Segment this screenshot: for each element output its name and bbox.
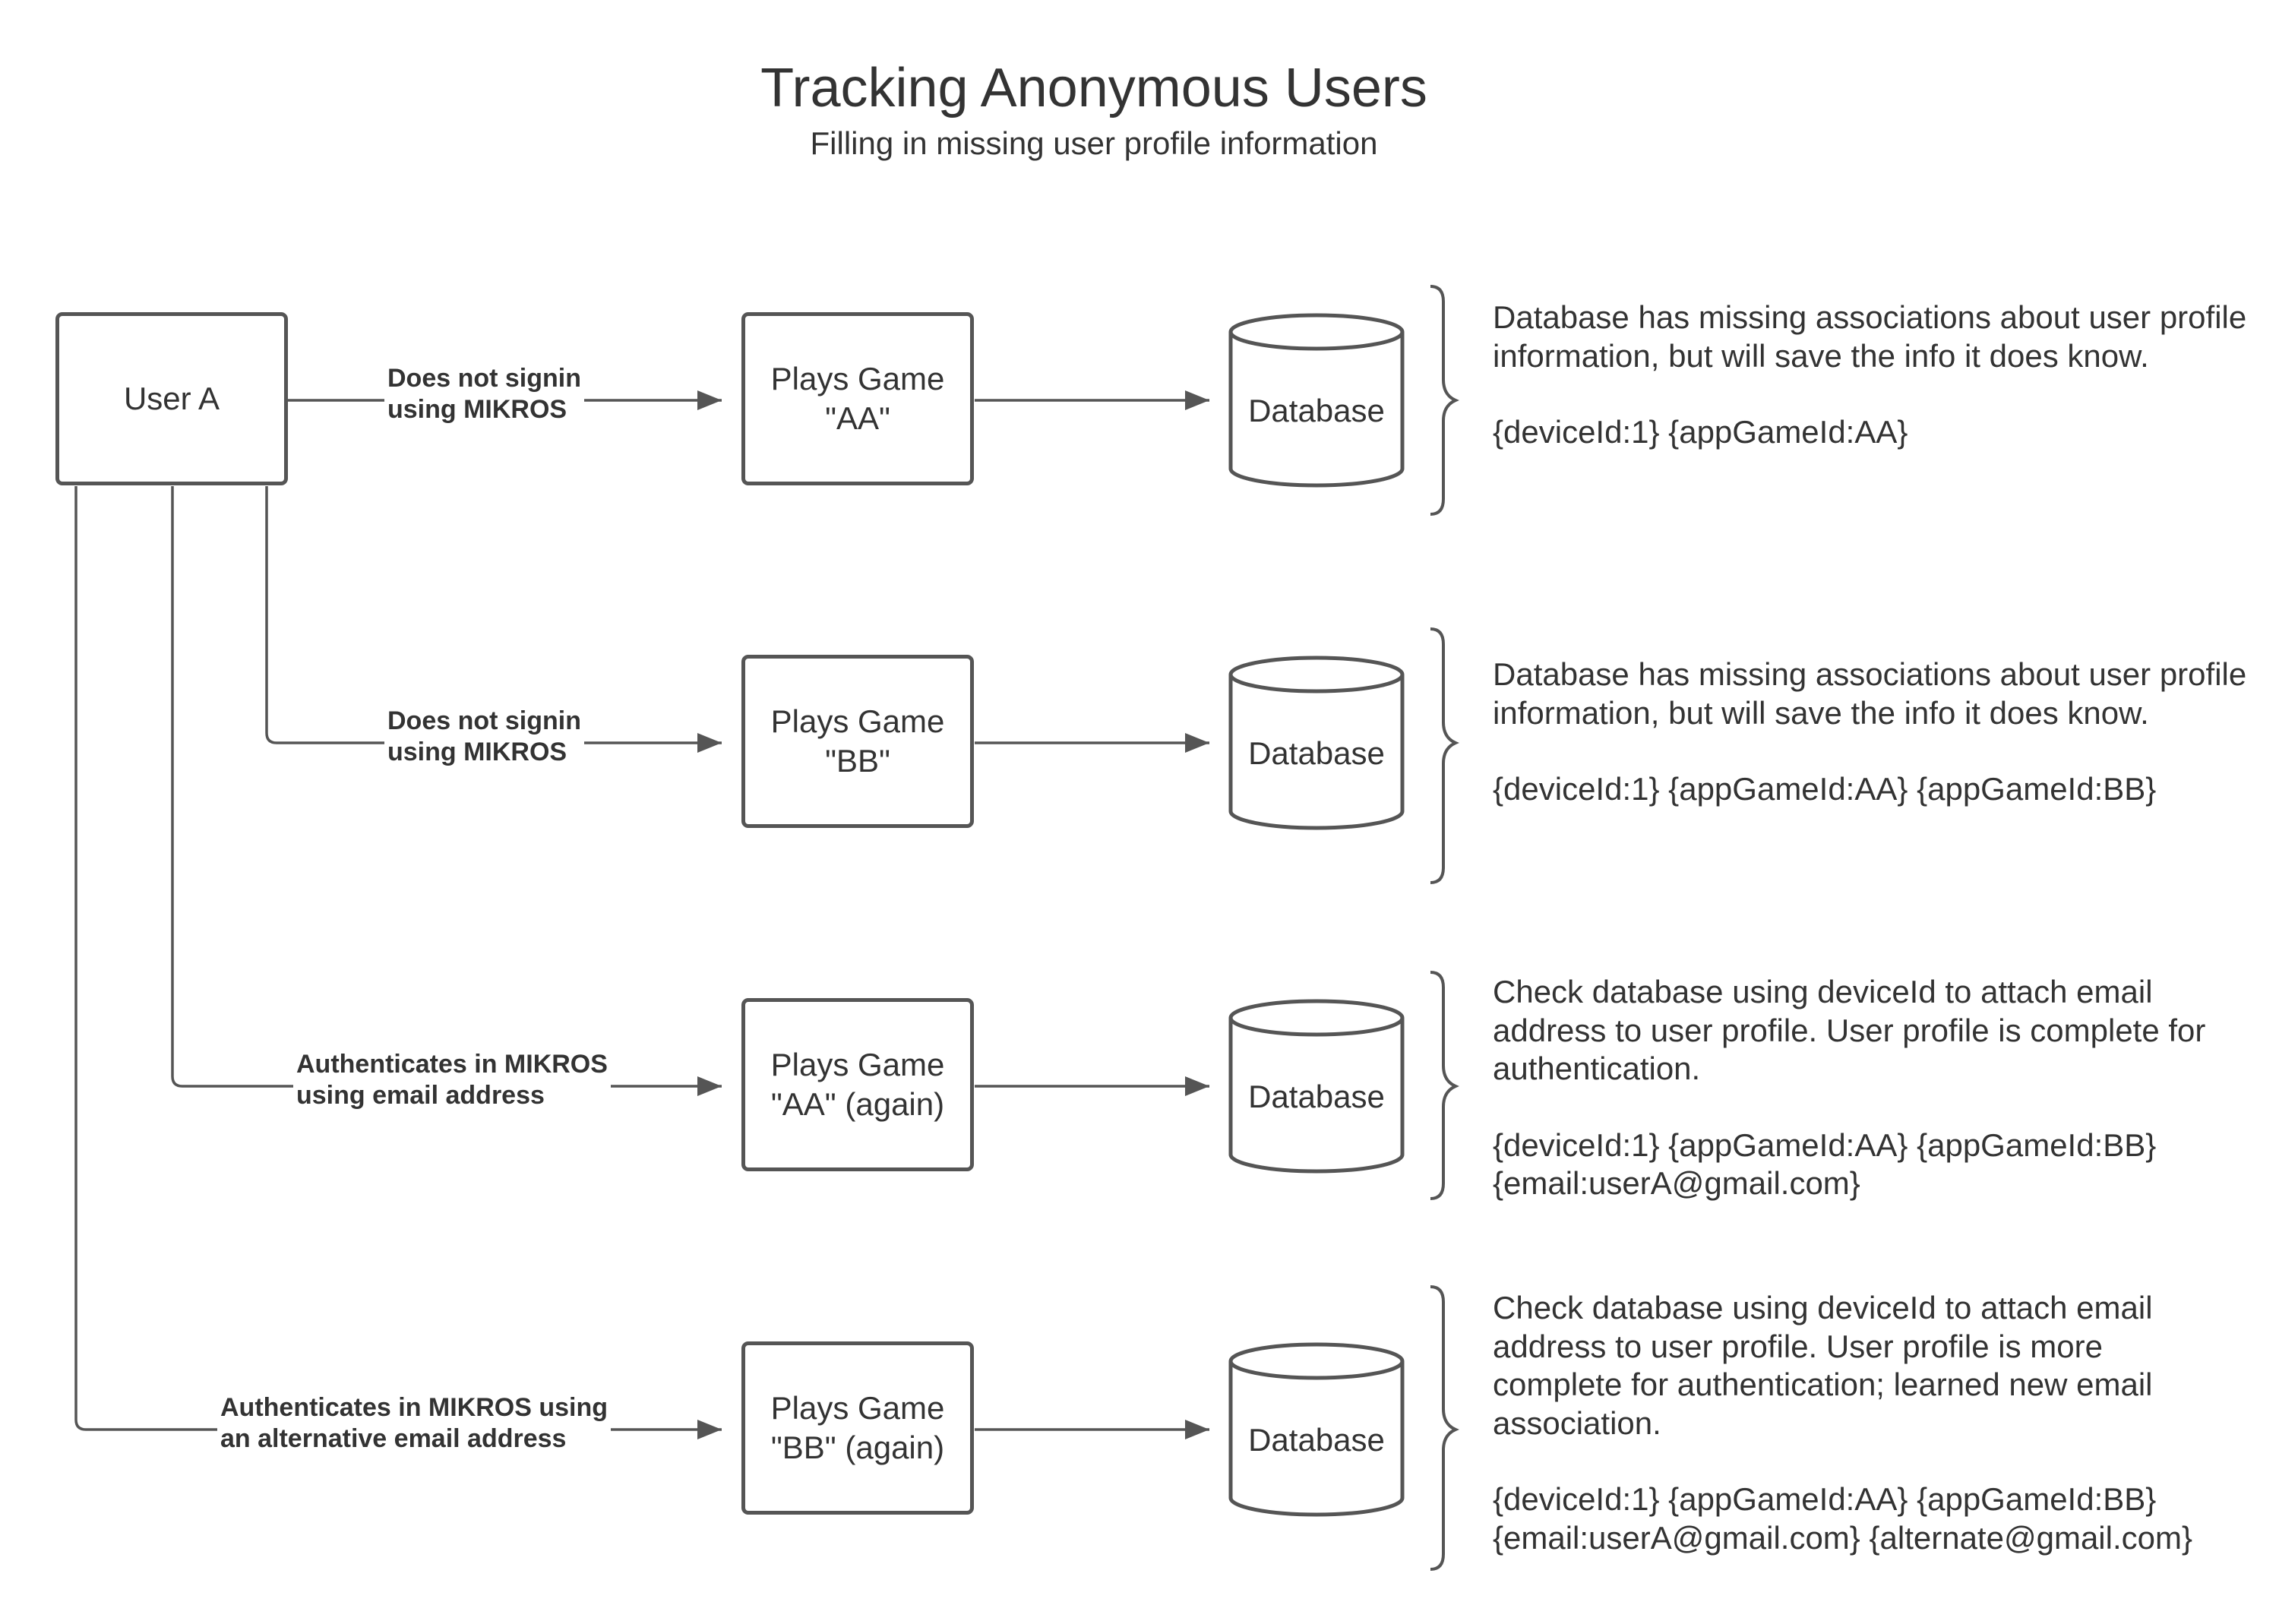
game-box-aa: Plays Game "AA" <box>741 312 974 485</box>
note-data: {deviceId:1} {appGameId:AA} <box>1493 414 1908 450</box>
user-a-label: User A <box>123 381 220 416</box>
note-data: {deviceId:1} {appGameId:AA} {appGameId:B… <box>1493 771 2157 807</box>
note-text: Check database using deviceId to attach … <box>1493 974 2206 1086</box>
edge-label-row-3: Authenticates in MIKROS using email addr… <box>293 1049 611 1111</box>
arrowhead <box>697 1076 722 1096</box>
database-cylinder <box>1228 999 1405 1174</box>
arrowhead <box>1185 733 1209 753</box>
game-box-aa-again: Plays Game "AA" (again) <box>741 998 974 1171</box>
edge-label-row-2: Does not signin using MIKROS <box>384 706 584 768</box>
edge-label-row-4: Authenticates in MIKROS using an alterna… <box>217 1392 612 1455</box>
arrowhead <box>1185 1076 1209 1096</box>
note-row-2: Database has missing associations about … <box>1493 656 2252 809</box>
note-text: Database has missing associations about … <box>1493 656 2247 731</box>
edge-user-to-game-bb-again <box>74 486 722 1431</box>
note-text: Database has missing associations about … <box>1493 299 2247 374</box>
database-label: Database <box>1248 1079 1385 1114</box>
arrowhead <box>1185 1420 1209 1439</box>
database-cylinder <box>1228 656 1405 830</box>
arrowhead <box>697 390 722 410</box>
curly-brace <box>1430 285 1459 516</box>
database-label: Database <box>1248 735 1385 771</box>
arrowhead <box>697 733 722 753</box>
note-row-3: Check database using deviceId to attach … <box>1493 973 2222 1203</box>
curly-brace <box>1430 1285 1459 1571</box>
game-box-bb: Plays Game "BB" <box>741 655 974 828</box>
arrowhead <box>1185 390 1209 410</box>
arrowhead <box>697 1420 722 1439</box>
note-data: {deviceId:1} {appGameId:AA} {appGameId:B… <box>1493 1481 2193 1556</box>
diagram-subtitle: Filling in missing user profile informat… <box>810 125 1378 161</box>
note-data: {deviceId:1} {appGameId:AA} {appGameId:B… <box>1493 1126 2157 1202</box>
edge-label-row-1: Does not signin using MIKROS <box>384 363 584 425</box>
note-row-4: Check database using deviceId to attach … <box>1493 1289 2222 1557</box>
user-a-box: User A <box>55 312 288 485</box>
database-label: Database <box>1248 393 1385 428</box>
curly-brace <box>1430 627 1459 884</box>
curly-brace <box>1430 971 1459 1200</box>
diagram-title: Tracking Anonymous Users <box>760 58 1427 118</box>
database-cylinder <box>1228 313 1405 488</box>
note-row-1: Database has missing associations about … <box>1493 299 2252 452</box>
database-label: Database <box>1248 1422 1385 1458</box>
edge-user-to-game-bb <box>265 486 722 744</box>
game-box-bb-again: Plays Game "BB" (again) <box>741 1341 974 1515</box>
note-text: Check database using deviceId to attach … <box>1493 1290 2153 1441</box>
database-cylinder <box>1228 1342 1405 1517</box>
edge-user-to-game-aa-again <box>171 486 722 1088</box>
